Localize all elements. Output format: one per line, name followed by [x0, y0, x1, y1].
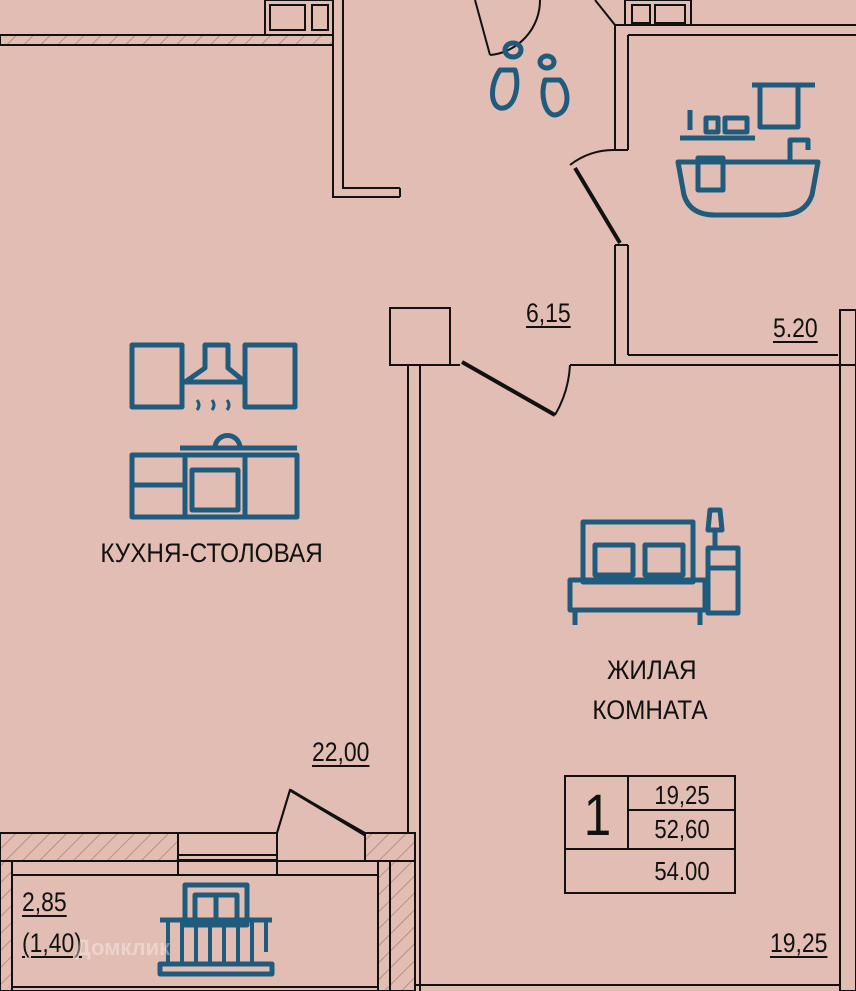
kitchen-name: КУХНЯ-СТОЛОВАЯ: [100, 538, 323, 568]
bathtub-icon: [675, 82, 821, 218]
legend-total-with-balcony: 54.00: [654, 856, 710, 886]
kitchen-icon: [129, 342, 300, 520]
footprints-icon: [490, 40, 570, 118]
balcony-area-reduced: (1,40): [22, 928, 82, 958]
watermark: Домклик: [75, 935, 171, 960]
bedroom-name-line2: КОМНАТА: [592, 695, 708, 725]
legend-total-area: 52,60: [654, 814, 710, 844]
bed-icon: [567, 507, 741, 625]
bathroom-area: 5.20: [773, 313, 818, 343]
bedroom-name-line1: ЖИЛАЯ: [606, 655, 697, 685]
kitchen-area: 22,00: [312, 737, 370, 767]
bedroom-area: 19,25: [770, 928, 828, 958]
legend-living-area: 19,25: [654, 780, 710, 810]
legend-rooms-count: 1: [583, 783, 612, 848]
balcony-area: 2,85: [22, 887, 67, 917]
balcony-icon: [157, 882, 275, 977]
hall-area: 6,15: [526, 298, 571, 328]
